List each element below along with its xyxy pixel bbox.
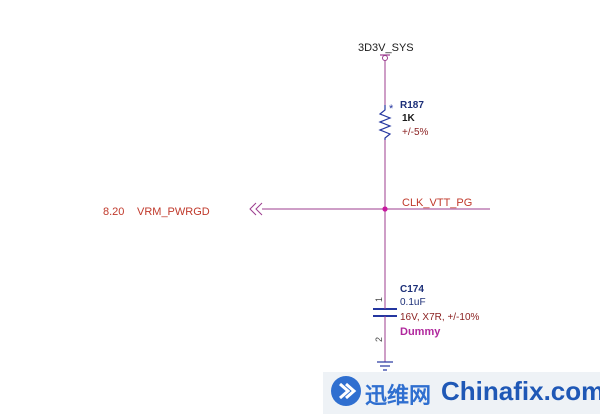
resistor-marker: * — [389, 103, 394, 115]
cap-value: 0.1uF — [400, 297, 426, 308]
cap-dummy-note: Dummy — [400, 326, 441, 338]
power-port-3d3v — [380, 54, 390, 61]
cap-rating: 16V, X7R, +/-10% — [400, 312, 480, 323]
net-label: CLK_VTT_PG — [402, 197, 472, 209]
offpage-ref: 8.20 — [103, 206, 124, 218]
junction-dot — [382, 206, 388, 212]
offpage-arrow-outer — [255, 202, 263, 216]
resistor-symbol — [378, 105, 392, 140]
watermark: 迅维网 Chinafix.com — [323, 372, 600, 414]
resistor-tolerance: +/-5% — [402, 127, 429, 138]
cap-pin2-label: 2 — [374, 337, 384, 342]
arrow-logo-icon — [331, 376, 361, 406]
offpage-name: VRM_PWRGD — [137, 206, 210, 218]
watermark-en: Chinafix.com — [441, 376, 600, 406]
resistor-value: 1K — [402, 113, 416, 124]
offpage-arrow-inner — [249, 202, 257, 216]
ground-icon — [377, 361, 393, 371]
cap-pin1-label: 1 — [374, 297, 384, 302]
watermark-cn: 迅维网 — [365, 384, 432, 409]
resistor-refdes: R187 — [400, 100, 424, 111]
cap-refdes: C174 — [400, 284, 424, 295]
power-net-label: 3D3V_SYS — [358, 42, 414, 54]
